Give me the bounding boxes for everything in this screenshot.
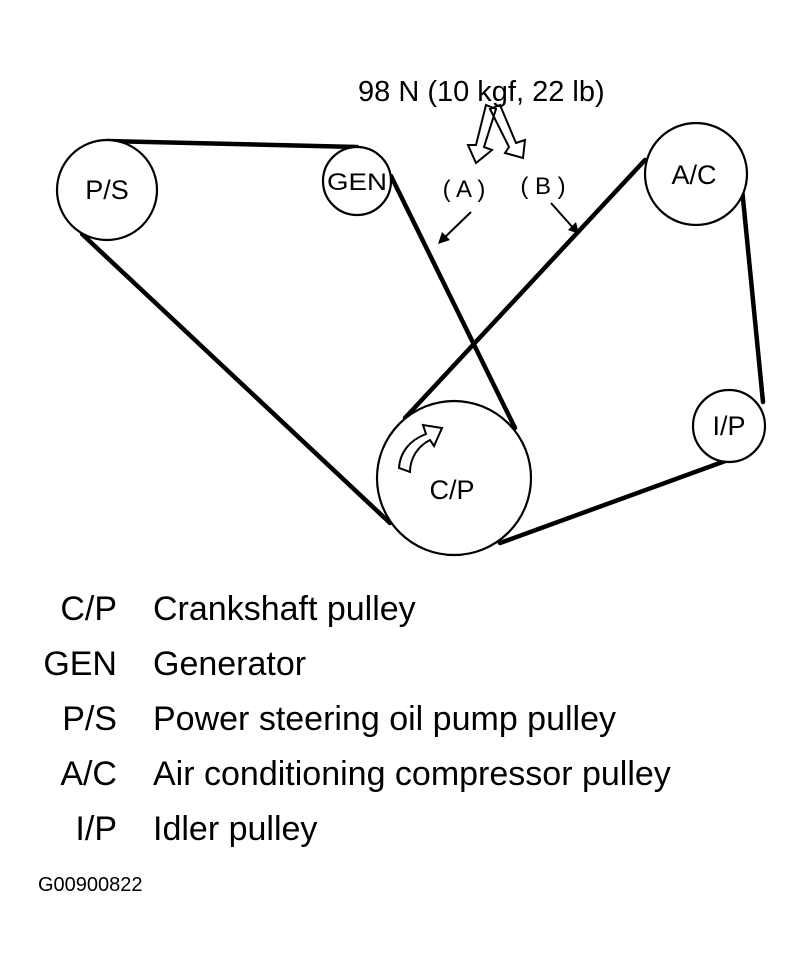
legend-row-cp: C/P Crankshaft pulley [0,587,804,631]
belt-cp-ac [402,157,648,421]
legend-row-gen: GEN Generator [0,642,804,686]
pulley-ip: I/P [691,388,767,464]
push-arrow-b-icon [488,103,527,160]
leader-arrow-a-icon [438,211,472,244]
belt-ip-cp [497,457,731,546]
pulley-gen: GEN [321,145,393,217]
legend-row-ps: P/S Power steering oil pump pulley [0,697,804,741]
legend-desc: Idler pulley [153,810,318,848]
legend-row-ac: A/C Air conditioning compressor pulley [0,752,804,796]
pulley-ip-label: I/P [712,411,745,441]
belt-gen-cp [388,173,518,431]
pulley-cp-label: C/P [429,475,474,505]
legend-row-ip: I/P Idler pulley [0,807,804,851]
legend-abbr: C/P [60,590,117,628]
legend-desc: Power steering oil pump pulley [153,700,617,738]
legend-abbr: GEN [43,645,117,683]
point-a-label: ( A ) [443,176,486,203]
legend-abbr: A/C [60,755,117,793]
legend-desc: Generator [153,645,307,683]
figure-id: G00900822 [38,874,143,896]
legend-abbr: I/P [75,810,117,848]
tension-label: 98 N (10 kgf, 22 lb) [358,76,605,108]
legend-abbr: P/S [62,700,117,738]
legend-desc: Air conditioning compressor pulley [153,755,671,793]
belt-ps-gen [104,138,360,150]
legend-desc: Crankshaft pulley [153,590,416,628]
belt-ps-cp [79,231,393,526]
belt-ac-ip [737,165,766,405]
rotation-arrow-icon [397,423,444,474]
pulley-ac-label: A/C [671,160,716,190]
pulley-cp: C/P [375,399,533,557]
pulley-ps: P/S [55,138,159,242]
pulley-ac: A/C [643,121,749,227]
pulley-ps-label: P/S [85,175,129,205]
point-b-label: ( B ) [520,173,565,200]
leader-arrow-b-icon [550,202,579,234]
pulley-gen-label: GEN [327,169,387,196]
